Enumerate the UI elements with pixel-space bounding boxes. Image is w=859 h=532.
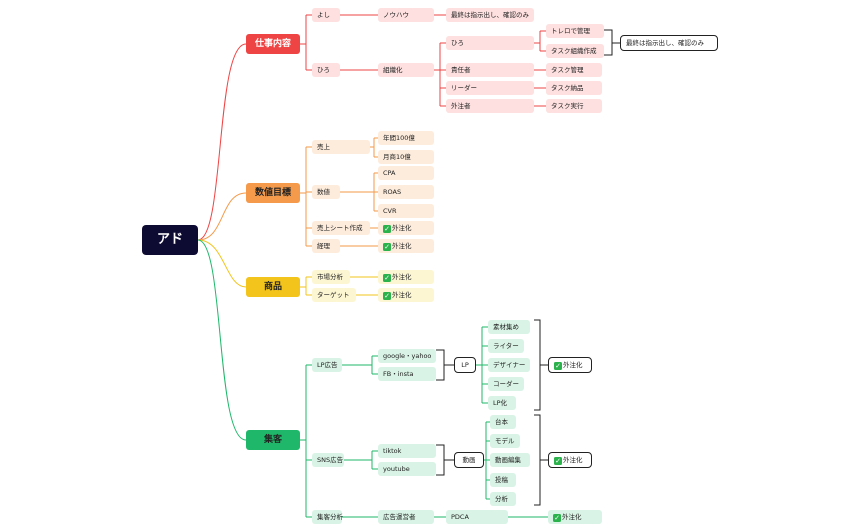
- check-mark-icon: ✓: [554, 457, 562, 465]
- check-mark-icon: ✓: [553, 514, 561, 522]
- node-script[interactable]: 台本: [490, 415, 516, 429]
- check-mark-icon: ✓: [383, 243, 391, 251]
- node-numbers[interactable]: 数値: [312, 185, 340, 199]
- node-monthly-target[interactable]: 月商10億: [378, 150, 434, 164]
- node-target[interactable]: ターゲット: [312, 288, 356, 302]
- node-tiktok[interactable]: tiktok: [378, 444, 436, 458]
- node-ad-operator[interactable]: 広告運営者: [378, 510, 434, 524]
- root-node[interactable]: アド: [142, 225, 198, 255]
- node-task-deliver[interactable]: タスク納品: [546, 81, 602, 95]
- node-youtube[interactable]: youtube: [378, 462, 436, 476]
- node-pdca-outsource[interactable]: ✓外注化: [548, 510, 602, 524]
- node-lp-conversion[interactable]: LP化: [488, 396, 516, 410]
- node-market-analysis[interactable]: 市場分析: [312, 270, 350, 284]
- node-sales-sheet-outsource[interactable]: ✓外注化: [378, 221, 434, 235]
- node-hiro-sub[interactable]: ひろ: [446, 36, 534, 50]
- node-google-yahoo[interactable]: google・yahoo: [378, 349, 436, 363]
- node-coder[interactable]: コーダー: [488, 377, 524, 391]
- node-cpa[interactable]: CPA: [378, 166, 434, 180]
- category-kpi[interactable]: 数値目標: [246, 183, 300, 203]
- node-cvr[interactable]: CVR: [378, 204, 434, 218]
- node-accounting[interactable]: 経理: [312, 239, 340, 253]
- node-lp[interactable]: LP: [454, 357, 476, 373]
- node-owner[interactable]: 責任者: [446, 63, 534, 77]
- check-mark-icon: ✓: [383, 274, 391, 282]
- node-task-org[interactable]: タスク組織作成: [546, 44, 604, 58]
- node-yoshi[interactable]: よし: [312, 8, 340, 22]
- node-acquisition-analysis[interactable]: 集客分析: [312, 510, 343, 524]
- node-writer[interactable]: ライター: [488, 339, 524, 353]
- node-posting[interactable]: 投稿: [490, 473, 516, 487]
- node-materials[interactable]: 素材集め: [488, 320, 530, 334]
- check-mark-icon: ✓: [554, 362, 562, 370]
- node-organization[interactable]: 組織化: [378, 63, 434, 77]
- node-outsourcer[interactable]: 外注者: [446, 99, 534, 113]
- node-hiro[interactable]: ひろ: [312, 63, 340, 77]
- node-lp-outsource[interactable]: ✓外注化: [548, 357, 592, 373]
- node-task-manage[interactable]: タスク管理: [546, 63, 602, 77]
- node-final-instruction-1[interactable]: 最終は指示出し、確認のみ: [446, 8, 534, 22]
- node-sales-sheet[interactable]: 売上シート作成: [312, 221, 370, 235]
- category-acquisition[interactable]: 集客: [246, 430, 300, 450]
- node-leader[interactable]: リーダー: [446, 81, 534, 95]
- check-mark-icon: ✓: [383, 225, 391, 233]
- node-model[interactable]: モデル: [490, 434, 520, 448]
- node-pdca[interactable]: PDCA: [446, 510, 508, 524]
- node-trello[interactable]: トレロで管理: [546, 24, 604, 38]
- node-video[interactable]: 動画: [454, 452, 484, 468]
- category-work[interactable]: 仕事内容: [246, 34, 300, 54]
- node-fb-insta[interactable]: FB・insta: [378, 367, 436, 381]
- check-mark-icon: ✓: [383, 292, 391, 300]
- node-task-exec[interactable]: タスク実行: [546, 99, 602, 113]
- node-sns-outsource[interactable]: ✓外注化: [548, 452, 592, 468]
- node-editing[interactable]: 動画編集: [490, 453, 530, 467]
- node-lp-ad[interactable]: LP広告: [312, 358, 342, 372]
- node-annual-target[interactable]: 年間100億: [378, 131, 434, 145]
- node-analysis[interactable]: 分析: [490, 492, 516, 506]
- node-sales[interactable]: 売上: [312, 140, 370, 154]
- node-final-instruction-2[interactable]: 最終は指示出し、確認のみ: [620, 35, 718, 51]
- node-sns-ad[interactable]: SNS広告: [312, 453, 344, 467]
- node-market-outsource[interactable]: ✓外注化: [378, 270, 434, 284]
- category-product[interactable]: 商品: [246, 277, 300, 297]
- node-target-outsource[interactable]: ✓外注化: [378, 288, 434, 302]
- node-knowhow[interactable]: ノウハウ: [378, 8, 434, 22]
- node-designer[interactable]: デザイナー: [488, 358, 530, 372]
- node-accounting-outsource[interactable]: ✓外注化: [378, 239, 434, 253]
- node-roas[interactable]: ROAS: [378, 185, 434, 199]
